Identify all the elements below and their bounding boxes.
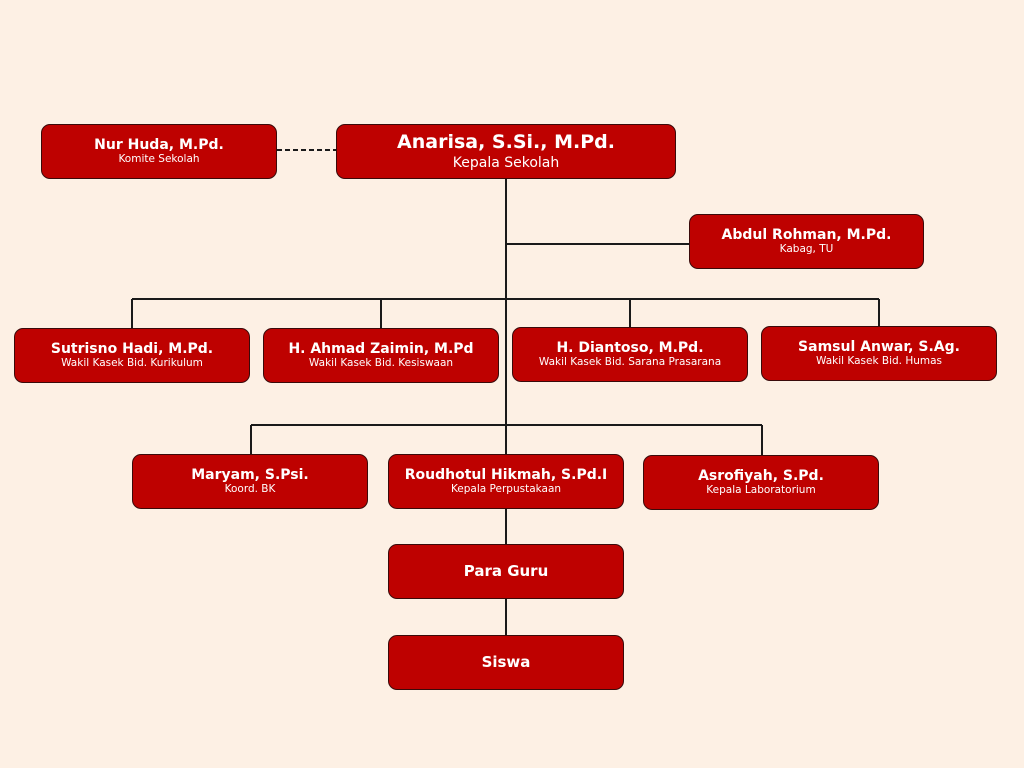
- vice-principal-name: H. Ahmad Zaimin, M.Pd: [288, 340, 474, 357]
- coordinator-box: Roudhotul Hikmah, S.Pd.I Kepala Perpusta…: [388, 454, 624, 509]
- coordinator-role: Kepala Laboratorium: [706, 484, 816, 497]
- students-label: Siswa: [481, 652, 531, 671]
- coordinator-role: Koord. BK: [224, 483, 276, 496]
- vice-principal-role: Wakil Kasek Bid. Humas: [815, 355, 943, 368]
- admin-role: Kabag, TU: [779, 243, 834, 256]
- coordinator-name: Asrofiyah, S.Pd.: [698, 467, 824, 484]
- coordinator-role: Kepala Perpustakaan: [450, 483, 562, 496]
- coordinator-box: Maryam, S.Psi. Koord. BK: [132, 454, 368, 509]
- admin-box: Abdul Rohman, M.Pd. Kabag, TU: [689, 214, 924, 269]
- head-role: Kepala Sekolah: [452, 154, 560, 171]
- students-box: Siswa: [388, 635, 624, 690]
- coordinator-box: Asrofiyah, S.Pd. Kepala Laboratorium: [643, 455, 879, 510]
- teachers-box: Para Guru: [388, 544, 624, 599]
- vice-principal-role: Wakil Kasek Bid. Sarana Prasarana: [538, 356, 722, 369]
- committee-role: Komite Sekolah: [118, 153, 200, 166]
- vice-principal-name: Samsul Anwar, S.Ag.: [798, 338, 960, 355]
- vice-principal-name: Sutrisno Hadi, M.Pd.: [50, 340, 214, 357]
- admin-name: Abdul Rohman, M.Pd.: [721, 226, 892, 243]
- head-name: Anarisa, S.Si., M.Pd.: [397, 130, 615, 153]
- vice-principal-box: Sutrisno Hadi, M.Pd. Wakil Kasek Bid. Ku…: [14, 328, 250, 383]
- coordinator-name: Roudhotul Hikmah, S.Pd.I: [404, 466, 608, 483]
- committee-name: Nur Huda, M.Pd.: [94, 136, 224, 153]
- head-box: Anarisa, S.Si., M.Pd. Kepala Sekolah: [336, 124, 676, 179]
- coordinator-name: Maryam, S.Psi.: [191, 466, 309, 483]
- vice-principal-name: H. Diantoso, M.Pd.: [556, 339, 704, 356]
- vice-principal-role: Wakil Kasek Bid. Kurikulum: [61, 357, 203, 370]
- teachers-label: Para Guru: [463, 561, 549, 580]
- vice-principal-box: H. Diantoso, M.Pd. Wakil Kasek Bid. Sara…: [512, 327, 748, 382]
- vice-principal-box: H. Ahmad Zaimin, M.Pd Wakil Kasek Bid. K…: [263, 328, 499, 383]
- vice-principal-role: Wakil Kasek Bid. Kesiswaan: [308, 357, 454, 370]
- vice-principal-box: Samsul Anwar, S.Ag. Wakil Kasek Bid. Hum…: [761, 326, 997, 381]
- committee-box: Nur Huda, M.Pd. Komite Sekolah: [41, 124, 277, 179]
